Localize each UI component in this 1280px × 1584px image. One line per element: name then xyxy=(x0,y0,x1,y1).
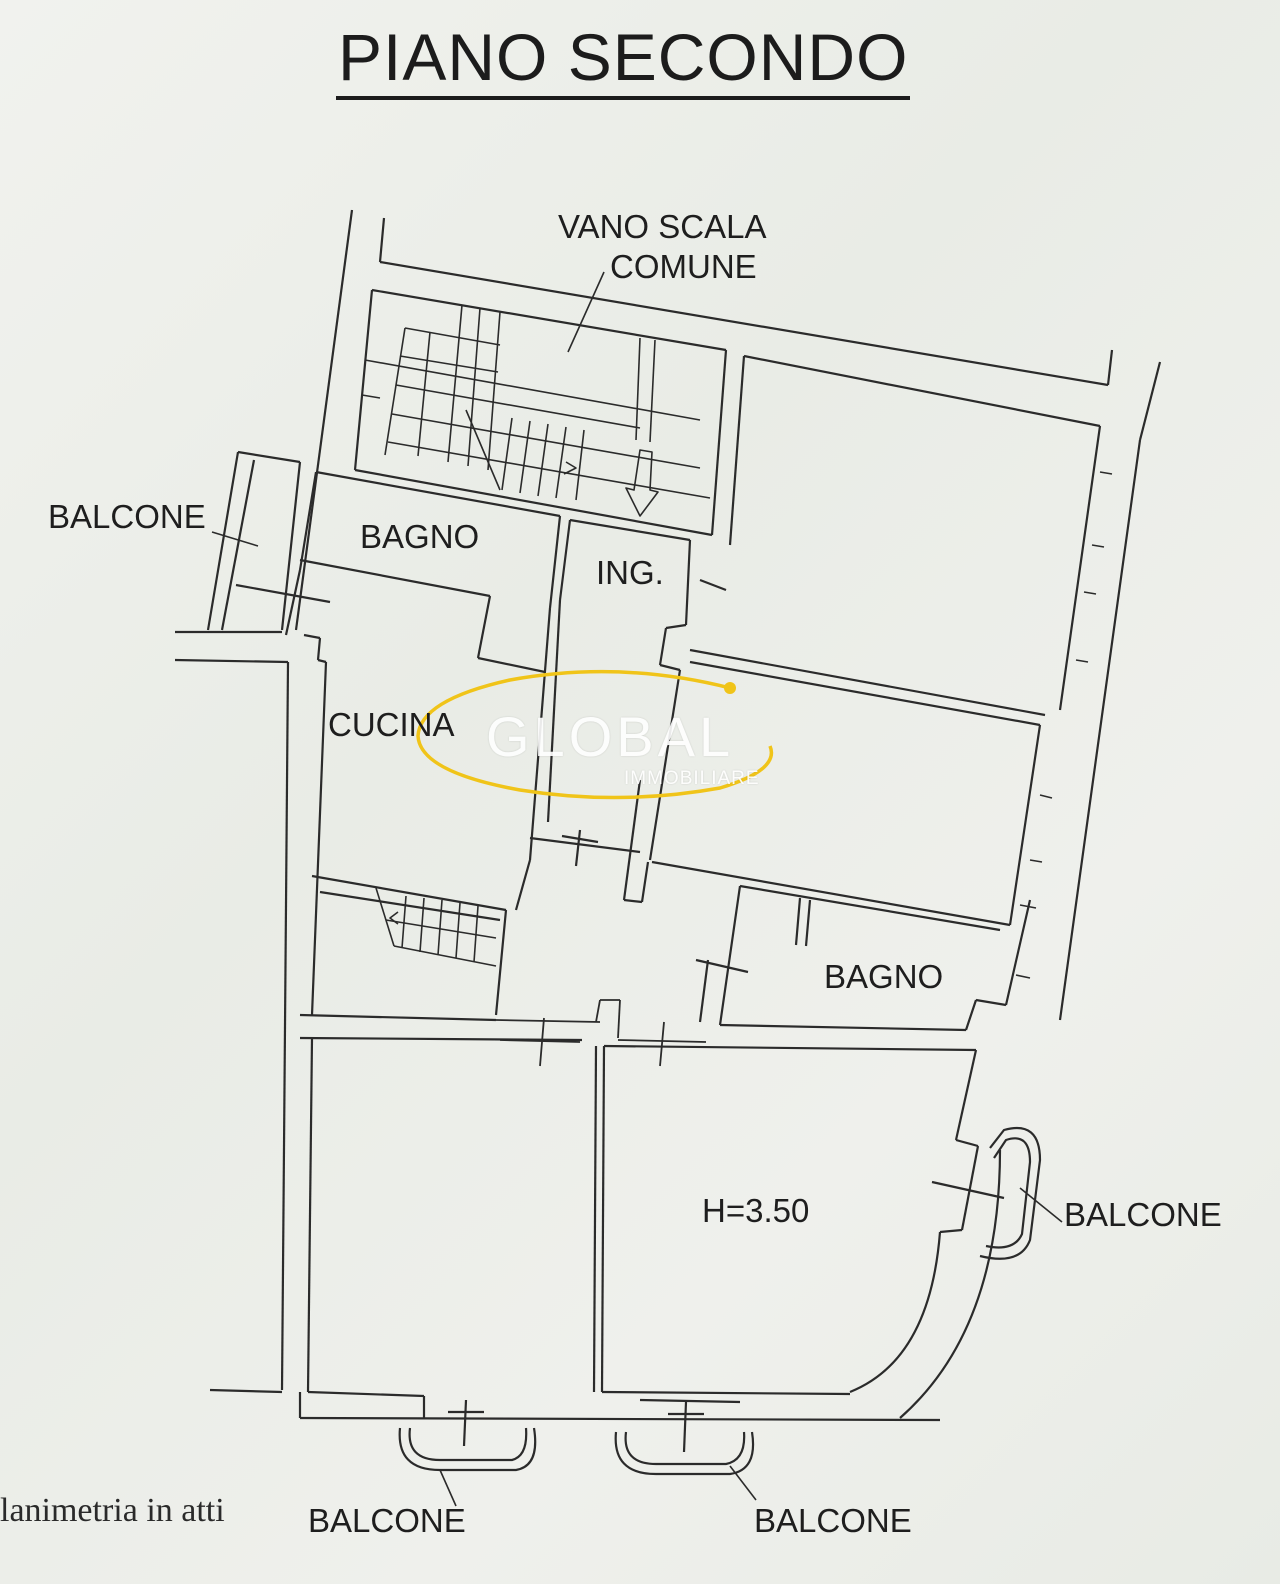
bagno-top-label: BAGNO xyxy=(360,518,480,555)
balcone-right-outline xyxy=(979,1126,1042,1260)
watermark-logo: GLOBAL IMMOBILIARE xyxy=(410,670,790,810)
cucina-label: CUCINA xyxy=(328,706,455,743)
apartment-outer-walls xyxy=(284,470,941,1422)
right-rooms-walls xyxy=(651,354,1162,1021)
comune-label: COMUNE xyxy=(610,248,757,285)
vano-scala-label: VANO SCALA xyxy=(558,208,767,245)
room-height-label: H=3.50 xyxy=(702,1192,810,1229)
balcone-left-label: BALCONE xyxy=(48,498,206,535)
entrance-corridor-walls xyxy=(529,518,692,904)
stair-treads xyxy=(361,304,711,501)
bottom-bath-walls xyxy=(695,884,1032,1032)
watermark-word: GLOBAL xyxy=(486,705,735,768)
balcone-bottom-right-label: BALCONE xyxy=(754,1502,912,1539)
caption-text: lanimetria in atti xyxy=(0,1492,225,1529)
bottom-rooms-walls xyxy=(592,1044,1005,1419)
watermark-subtitle: IMMOBILIARE xyxy=(624,768,760,789)
right-wall-windows xyxy=(1015,471,1113,979)
door-marks xyxy=(495,999,707,1067)
balcone-right-label: BALCONE xyxy=(1064,1196,1222,1233)
kitchen-bath-walls xyxy=(299,515,562,1016)
balcone-bottom-outlines xyxy=(398,1396,755,1476)
page-title: PIANO SECONDO xyxy=(336,18,911,100)
watermark-ellipse xyxy=(416,669,774,800)
leader-lines xyxy=(211,271,1063,1507)
stair-arrows xyxy=(563,449,659,517)
bagno-bottom-label: BAGNO xyxy=(824,958,944,995)
internal-stair xyxy=(375,887,497,967)
balcone-left-walls xyxy=(174,450,331,1394)
ingresso-label: ING. xyxy=(596,554,664,591)
balcone-bottom-left-label: BALCONE xyxy=(308,1502,466,1539)
